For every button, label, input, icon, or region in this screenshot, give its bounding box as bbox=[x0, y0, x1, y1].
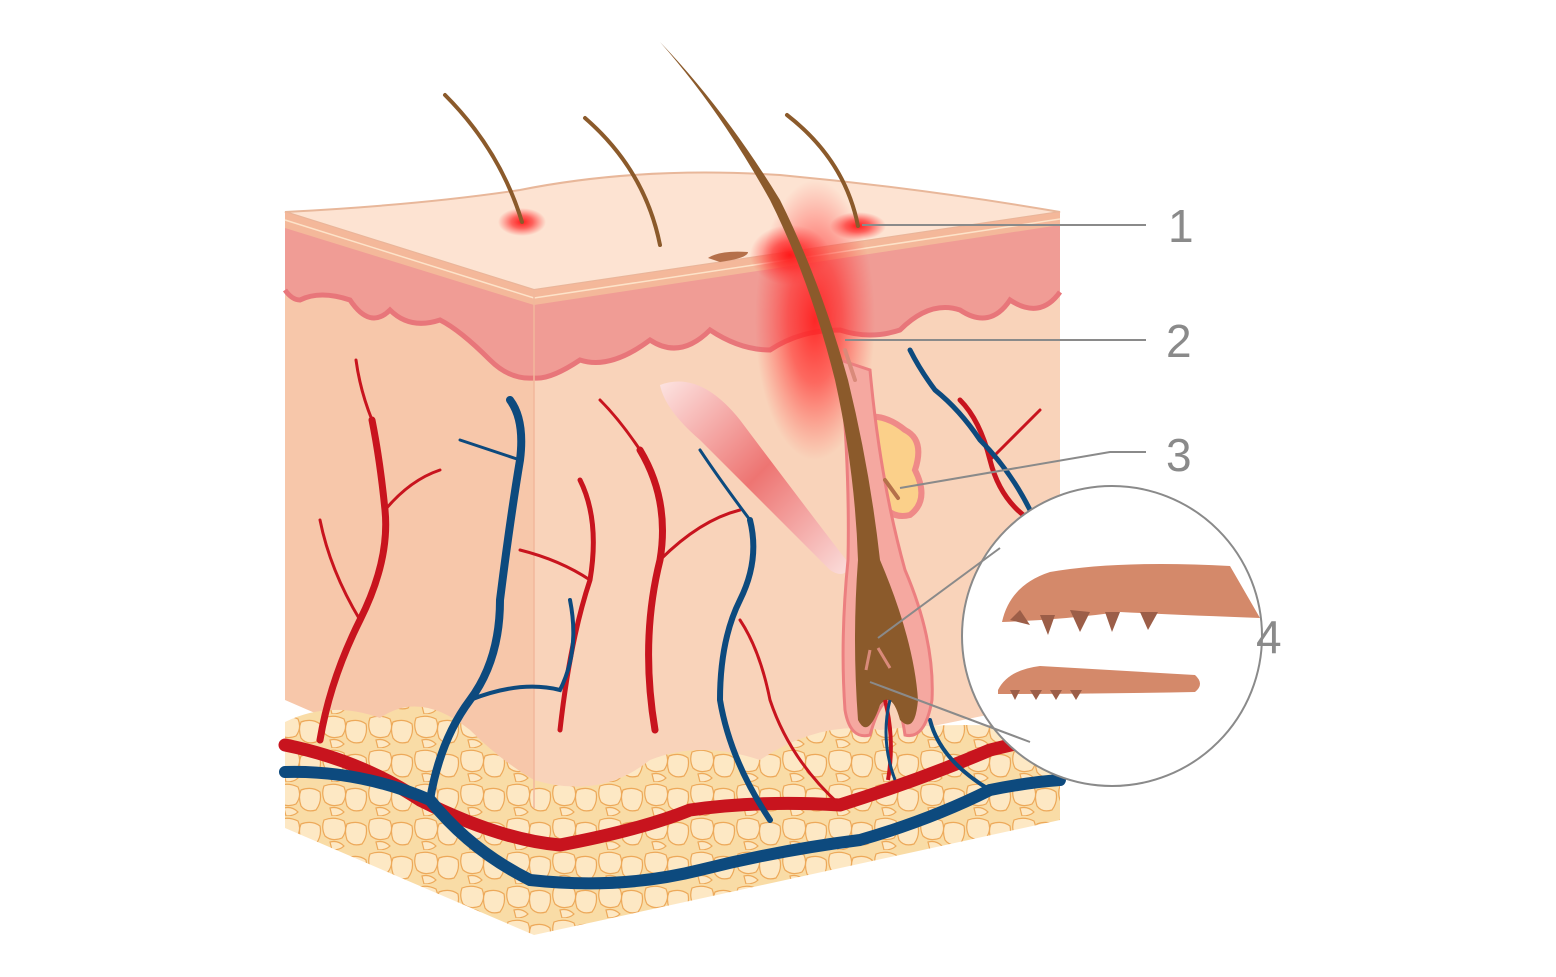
veins bbox=[279, 347, 1066, 890]
mite-follicle bbox=[843, 348, 857, 382]
arrector-pili-muscle bbox=[660, 381, 850, 574]
label-1: 1 bbox=[1168, 200, 1194, 252]
label-3: 3 bbox=[1166, 429, 1192, 481]
hair-2 bbox=[583, 116, 662, 247]
mite-surface bbox=[708, 251, 748, 262]
hair-shaft-main bbox=[660, 42, 918, 728]
leader-lines bbox=[845, 224, 1146, 743]
label-2: 2 bbox=[1166, 315, 1192, 367]
skin-surface bbox=[284, 171, 1061, 292]
hair-3 bbox=[785, 113, 860, 228]
mite-small bbox=[998, 666, 1200, 694]
label-4: 4 bbox=[1256, 611, 1282, 663]
mite-large bbox=[1002, 564, 1260, 622]
hair-1 bbox=[443, 93, 524, 224]
magnified-mites-inset bbox=[961, 485, 1263, 787]
mite-gland bbox=[883, 478, 900, 500]
